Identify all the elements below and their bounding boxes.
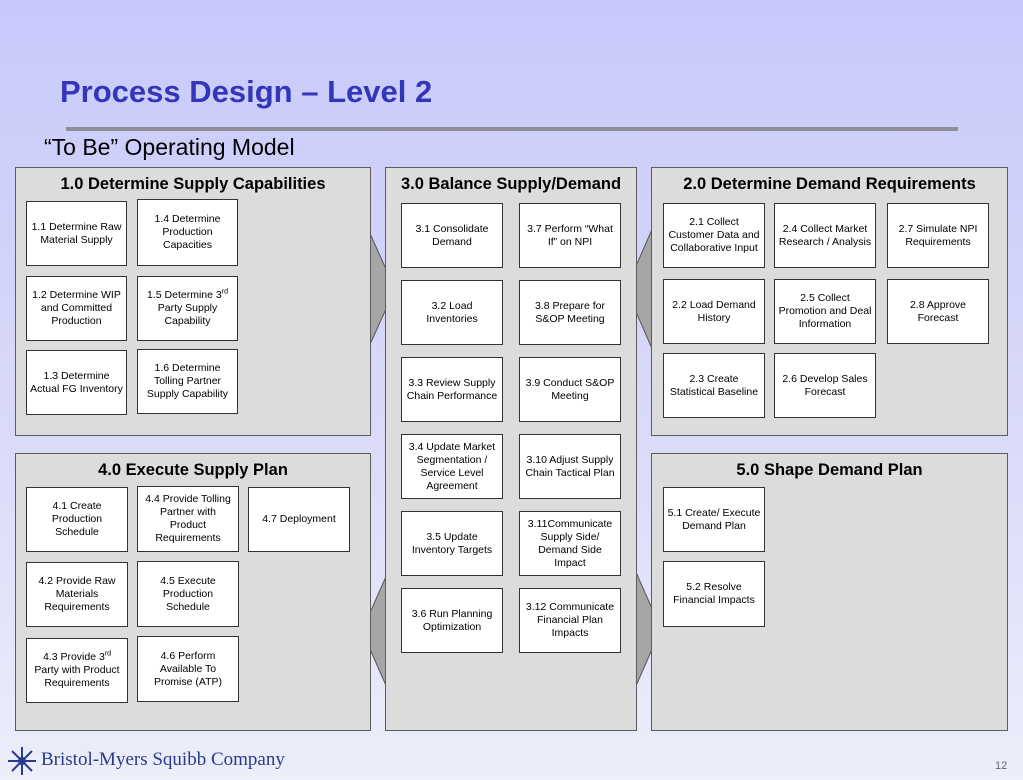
process-box-4-7: 4.7 Deployment: [248, 487, 350, 552]
panel-title: 1.0 Determine Supply Capabilities: [60, 175, 326, 193]
process-box-4-5: 4.5 Execute Production Schedule: [137, 561, 239, 627]
process-box-3-4: 3.4 Update Market Segmentation / Service…: [401, 434, 503, 499]
panel-determine-demand-requirements: 2.0 Determine Demand Requirements 2.1 Co…: [651, 167, 1008, 436]
process-box-5-1: 5.1 Create/ Execute Demand Plan: [663, 487, 765, 552]
process-box-3-5: 3.5 Update Inventory Targets: [401, 511, 503, 576]
process-box-4-6: 4.6 Perform Available To Promise (ATP): [137, 636, 239, 702]
process-box-1-5: 1.5 Determine 3rd Party Supply Capabilit…: [137, 276, 238, 341]
process-box-2-8: 2.8 Approve Forecast: [887, 279, 989, 344]
panel-title: 3.0 Balance Supply/Demand: [400, 175, 622, 193]
page-title: Process Design – Level 2: [60, 74, 433, 109]
process-box-1-4: 1.4 Determine Production Capacities: [137, 199, 238, 266]
panel-balance-supply-demand: 3.0 Balance Supply/Demand 3.1 Consolidat…: [385, 167, 637, 731]
process-box-4-2: 4.2 Provide Raw Materials Requirements: [26, 562, 128, 627]
process-box-3-7: 3.7 Perform “What If” on NPI: [519, 203, 621, 268]
process-box-1-3: 1.3 Determine Actual FG Inventory: [26, 350, 127, 415]
process-box-1-1: 1.1 Determine Raw Material Supply: [26, 201, 127, 266]
process-box-4-1: 4.1 Create Production Schedule: [26, 487, 128, 552]
process-box-3-3: 3.3 Review Supply Chain Performance: [401, 357, 503, 422]
process-box-4-3: 4.3 Provide 3rd Party with Product Requi…: [26, 638, 128, 703]
page-subtitle: “To Be” Operating Model: [44, 134, 295, 160]
process-box-3-12: 3.12 Communicate Financial Plan Impacts: [519, 588, 621, 653]
process-box-4-4: 4.4 Provide Tolling Partner with Product…: [137, 486, 239, 552]
bms-logo-icon: [8, 747, 36, 775]
process-box-3-11: 3.11Communicate Supply Side/ Demand Side…: [519, 511, 621, 576]
company-name: Bristol-Myers Squibb Company: [41, 749, 285, 770]
process-box-3-10: 3.10 Adjust Supply Chain Tactical Plan: [519, 434, 621, 499]
panel-shape-demand-plan: 5.0 Shape Demand Plan 5.1 Create/ Execut…: [651, 453, 1008, 731]
process-box-2-2: 2.2 Load Demand History: [663, 279, 765, 344]
panel-title: 2.0 Determine Demand Requirements: [683, 175, 976, 193]
process-box-2-5: 2.5 Collect Promotion and Deal Informati…: [774, 279, 876, 344]
process-box-2-3: 2.3 Create Statistical Baseline: [663, 353, 765, 418]
process-box-2-7: 2.7 Simulate NPI Requirements: [887, 203, 989, 268]
process-box-3-6: 3.6 Run Planning Optimization: [401, 588, 503, 653]
title-underline: [66, 127, 958, 131]
process-box-2-1: 2.1 Collect Customer Data and Collaborat…: [663, 203, 765, 268]
process-box-1-6: 1.6 Determine Tolling Partner Supply Cap…: [137, 349, 238, 414]
process-box-3-1: 3.1 Consolidate Demand: [401, 203, 503, 268]
process-box-5-2: 5.2 Resolve Financial Impacts: [663, 561, 765, 627]
page-number: 12: [995, 760, 1008, 772]
process-box-3-9: 3.9 Conduct S&OP Meeting: [519, 357, 621, 422]
process-box-1-2: 1.2 Determine WIP and Committed Producti…: [26, 276, 127, 341]
panel-determine-supply-capabilities: 1.0 Determine Supply Capabilities 1.1 De…: [15, 167, 371, 436]
panel-execute-supply-plan: 4.0 Execute Supply Plan 4.1 Create Produ…: [15, 453, 371, 731]
panel-title: 5.0 Shape Demand Plan: [736, 461, 923, 479]
process-box-3-8: 3.8 Prepare for S&OP Meeting: [519, 280, 621, 345]
process-box-2-6: 2.6 Develop Sales Forecast: [774, 353, 876, 418]
process-box-2-4: 2.4 Collect Market Research / Analysis: [774, 203, 876, 268]
panel-title: 4.0 Execute Supply Plan: [98, 461, 288, 479]
process-box-3-2: 3.2 Load Inventories: [401, 280, 503, 345]
